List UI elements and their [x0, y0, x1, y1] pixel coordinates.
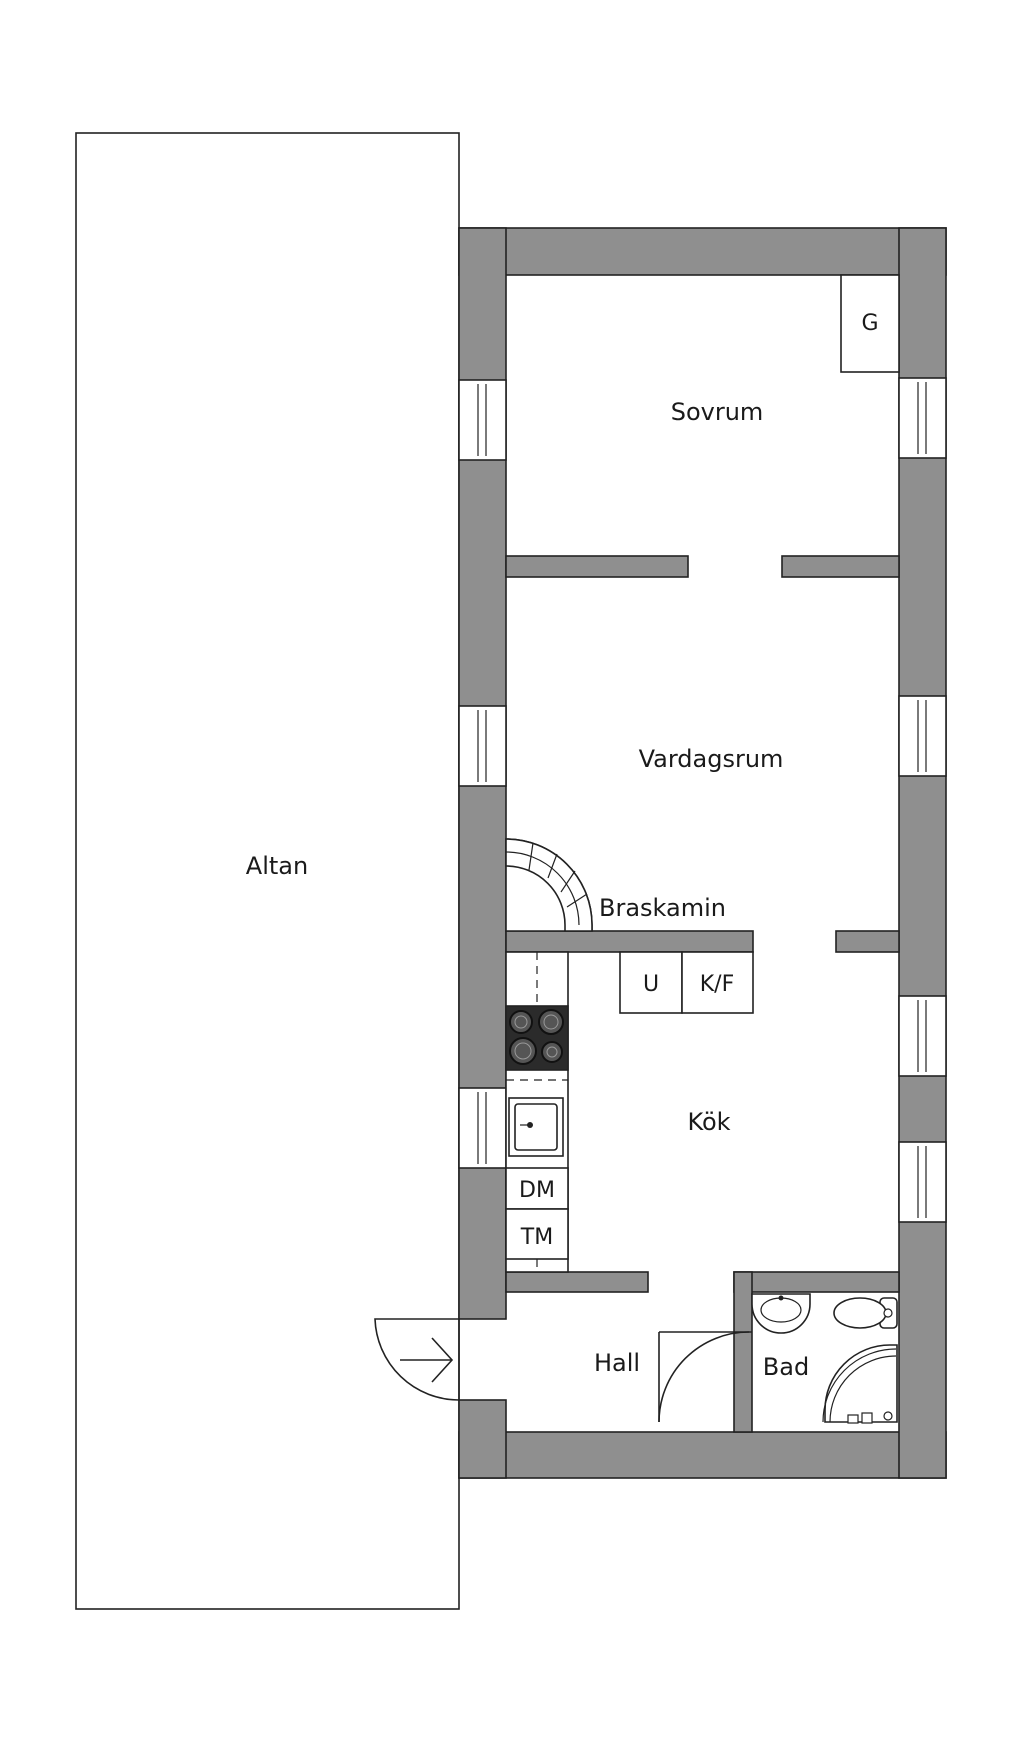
fireplace-icon [505, 838, 593, 932]
entrance-arrow-icon [400, 1337, 454, 1383]
vardagsrum-label: Vardagsrum [639, 745, 784, 773]
stove-icon [505, 1005, 569, 1071]
sink-icon [508, 1097, 564, 1157]
washing-machine-box: TM [505, 1208, 569, 1260]
kok-label: Kök [687, 1108, 730, 1136]
hall-label: Hall [594, 1349, 640, 1377]
washbasin-icon [751, 1293, 811, 1334]
garderob-box: G [840, 274, 900, 373]
ugn-label: U [643, 972, 659, 997]
window-icon [898, 377, 947, 459]
window-icon [458, 705, 507, 787]
toilet-icon [833, 1297, 898, 1329]
door-icon [374, 1318, 460, 1401]
sovrum-label: Sovrum [671, 398, 764, 426]
fridge-freezer-box: K/F [681, 951, 754, 1014]
altan-label: Altan [246, 852, 308, 880]
door-icon [658, 1331, 752, 1423]
interior-walls [505, 555, 900, 1433]
kyl-frys-label: K/F [700, 972, 735, 997]
garderob-label: G [861, 311, 878, 336]
braskamin-label: Braskamin [599, 894, 726, 922]
oven-box: U [619, 951, 683, 1014]
window-icon [898, 1141, 947, 1223]
bad-label: Bad [763, 1353, 809, 1381]
window-icon [458, 1087, 507, 1169]
shower-icon [822, 1344, 898, 1424]
tm-label: TM [520, 1225, 553, 1250]
window-icon [898, 695, 947, 777]
window-icon [898, 995, 947, 1077]
dishwasher-box: DM [505, 1167, 569, 1210]
altan-area [75, 132, 460, 1610]
window-icon [458, 379, 507, 461]
dm-label: DM [519, 1178, 555, 1203]
